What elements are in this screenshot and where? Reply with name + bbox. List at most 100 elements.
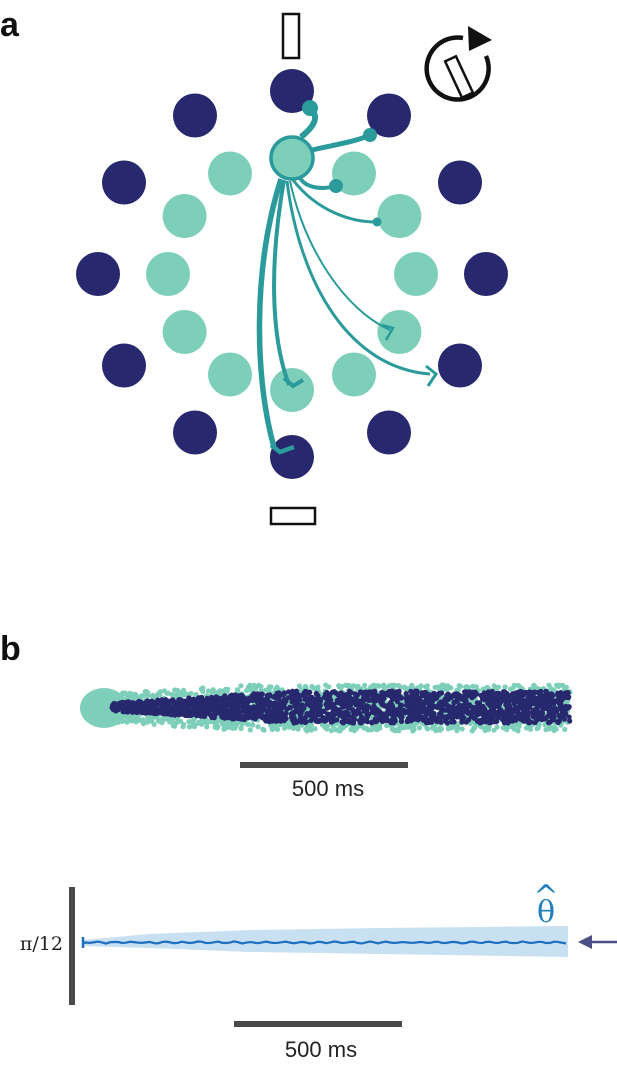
spike-dot-light — [563, 684, 570, 691]
spike-dot-dark — [171, 699, 178, 706]
spike-dot-light — [351, 683, 357, 689]
spike-dot-light — [441, 682, 447, 688]
spike-dot-light — [333, 727, 339, 733]
inner-neuron-8 — [208, 352, 252, 397]
spike-dot-light — [323, 682, 329, 688]
spike-dot-dark — [209, 714, 215, 721]
spike-dot-dark — [222, 694, 228, 700]
spike-dot-dark — [272, 706, 278, 712]
spike-dot-dark — [306, 697, 312, 704]
panel-a-label: a — [0, 6, 20, 44]
spike-dot-dark — [523, 705, 529, 712]
spike-dot-light — [500, 725, 506, 731]
trace-scale-label: 500 ms — [285, 1037, 357, 1062]
spike-dot-dark — [502, 712, 508, 719]
spike-dot-light — [102, 703, 108, 709]
spike-dot-light — [397, 684, 404, 690]
spike-dot-light — [411, 727, 417, 733]
spike-dot-dark — [337, 700, 344, 707]
spike-dot-dark — [277, 712, 283, 718]
spike-dot-dark — [331, 689, 337, 695]
spike-dot-dark — [266, 711, 272, 717]
spike-dot-dark — [171, 705, 177, 711]
spike-dot-dark — [444, 692, 450, 699]
spike-dot-dark — [291, 696, 297, 702]
spike-dot-dark — [416, 695, 422, 702]
spike-dot-dark — [154, 709, 160, 715]
spike-dot-light — [124, 691, 130, 698]
spike-dot-dark — [555, 691, 561, 697]
spike-dot-light — [155, 691, 161, 697]
spike-dot-dark — [414, 705, 420, 712]
outer-neuron-4 — [464, 252, 508, 296]
spike-dot-dark — [474, 712, 480, 718]
spike-dot-dark — [376, 708, 383, 715]
spike-dot-dark — [146, 707, 152, 713]
spike-dot-dark — [165, 698, 171, 705]
spike-dot-light — [186, 719, 192, 725]
spike-dot-light — [308, 727, 315, 733]
spike-dot-light — [149, 717, 155, 723]
theta-hat-accent: ^ — [533, 879, 558, 914]
spike-dot-dark — [301, 705, 307, 711]
spike-dot-dark — [512, 715, 518, 721]
spike-dot-light — [255, 724, 261, 730]
spike-dot-dark — [136, 709, 142, 715]
spike-dot-dark — [247, 709, 253, 715]
spike-dot-dark — [275, 717, 281, 723]
spike-dot-light — [204, 724, 210, 730]
spike-dot-dark — [369, 720, 375, 726]
spike-dot-dark — [297, 697, 303, 703]
spike-dot-dark — [397, 704, 404, 710]
spike-dot-light — [402, 685, 408, 691]
spike-dot-dark — [316, 700, 322, 706]
outer-neuron-11 — [102, 160, 146, 205]
inner-neuron-5 — [377, 310, 422, 354]
spike-dot-dark — [143, 699, 149, 705]
spike-dot-dark — [518, 712, 524, 718]
spike-dot-dark — [337, 712, 343, 719]
spike-dot-light — [511, 682, 517, 688]
spike-dot-dark — [290, 710, 296, 716]
spike-dot-dark — [339, 719, 345, 725]
spike-dot-dark — [394, 698, 400, 705]
outer-neuron-9 — [102, 343, 146, 388]
spike-dot-dark — [489, 699, 495, 705]
spike-dot-dark — [110, 707, 116, 713]
spike-dot-dark — [419, 690, 425, 696]
spike-dot-light — [250, 722, 256, 728]
outer-neuron-5 — [438, 343, 482, 388]
spike-dot-dark — [532, 720, 538, 726]
spike-dot-dark — [318, 712, 324, 718]
spike-dot-light — [230, 725, 236, 731]
spike-dot-dark — [477, 717, 484, 723]
spike-dot-dark — [244, 696, 250, 702]
theta-hat-symbol: θ — [537, 895, 555, 930]
spike-dot-dark — [175, 703, 181, 709]
spike-dot-dark — [438, 719, 444, 725]
spike-dot-light — [225, 722, 231, 728]
spike-dot-dark — [547, 719, 553, 725]
spike-dot-dark — [496, 704, 502, 710]
spike-dot-dark — [257, 703, 263, 709]
spike-dot-light — [238, 725, 244, 732]
spike-dot-dark — [261, 703, 267, 709]
spike-dot-light — [493, 685, 499, 691]
spike-dot-dark — [156, 701, 162, 707]
spike-dot-dark — [414, 689, 420, 695]
spike-dot-dark — [291, 715, 297, 721]
rotation-icon — [424, 26, 492, 102]
spike-dot-dark — [175, 707, 181, 713]
spike-dot-dark — [296, 693, 302, 699]
spike-dot-light — [247, 727, 253, 733]
spike-dot-dark — [534, 707, 540, 713]
spike-dot-light — [336, 683, 342, 689]
spike-dot-dark — [451, 719, 457, 725]
spike-dot-light — [456, 683, 462, 689]
spike-dot-dark — [486, 715, 492, 721]
spike-dot-dark — [538, 688, 544, 695]
outer-neuron-12 — [173, 93, 217, 138]
spike-dot-light — [502, 684, 508, 690]
spike-dot-dark — [492, 709, 498, 715]
spike-dot-dark — [137, 703, 143, 709]
